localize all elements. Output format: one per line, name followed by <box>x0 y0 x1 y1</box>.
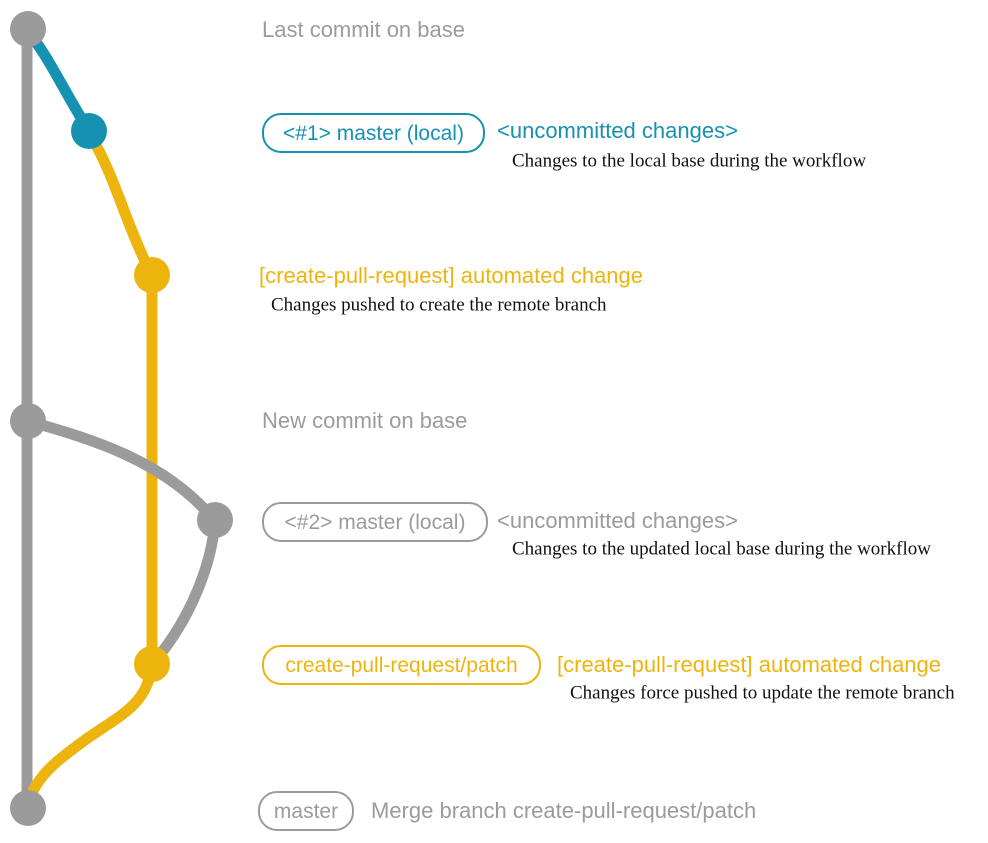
commit-dot-uncommitted-2 <box>197 502 233 538</box>
badge-master-local-2: <#2> master (local) <box>262 502 488 542</box>
annotation-automated-change-1: [create-pull-request] automated change <box>259 263 644 288</box>
badge-master: master <box>258 791 354 831</box>
badge-create-pull-request-patch: create-pull-request/patch <box>262 645 541 685</box>
description-local-base-changes: Changes to the local base during the wor… <box>512 150 867 172</box>
commit-dot-uncommitted-1 <box>71 113 107 149</box>
description-pushed-create-remote: Changes pushed to create the remote bran… <box>271 294 607 316</box>
label-last-commit-on-base: Last commit on base <box>262 17 465 42</box>
commit-dot-new-base <box>10 403 46 439</box>
badge-master-local-1: <#1> master (local) <box>262 113 485 153</box>
annotation-uncommitted-changes-1: <uncommitted changes> <box>497 118 738 143</box>
local-changes-branch-2-curve <box>22 415 221 669</box>
patch-branch-line <box>83 127 158 670</box>
merge-branch-curve <box>22 658 158 808</box>
commit-dot-last-base <box>10 11 46 47</box>
description-force-pushed-update-remote: Changes force pushed to update the remot… <box>570 682 955 704</box>
commit-dot-merge <box>10 790 46 826</box>
annotation-uncommitted-changes-2: <uncommitted changes> <box>497 508 738 533</box>
label-new-commit-on-base: New commit on base <box>262 408 468 433</box>
label-merge-branch: Merge branch create-pull-request/patch <box>371 798 757 823</box>
annotation-automated-change-2: [create-pull-request] automated change <box>557 652 942 677</box>
description-updated-local-base-changes: Changes to the updated local base during… <box>512 538 931 560</box>
commit-dot-patch-2 <box>134 646 170 682</box>
commit-dot-patch-1 <box>134 257 170 293</box>
